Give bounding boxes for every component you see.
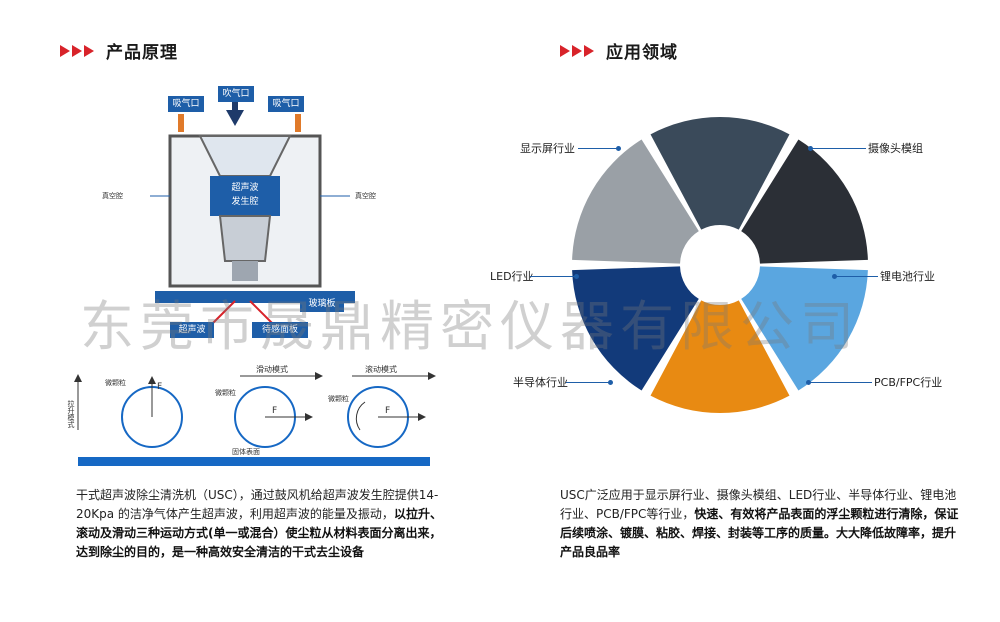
company-watermark: 东莞市晟鼎精密仪器有限公司 <box>80 295 860 358</box>
ring-segments <box>572 117 868 413</box>
application-title: 应用领域 <box>606 43 678 63</box>
particle-label: 微颗粒 <box>215 389 236 397</box>
chevron-icon <box>84 44 94 57</box>
leader-dot <box>608 380 613 385</box>
inlet-right-label: 吸气口 <box>268 96 304 112</box>
motion-modes-diagram <box>74 372 436 448</box>
inlet-center-label: 吹气口 <box>218 86 254 102</box>
segment-label-display: 显示屏行业 <box>520 142 575 155</box>
principle-diagram: 吸气口 吹气口 吸气口 超声波 发生腔 真空腔 真空腔 玻璃板 超声波 待感面板 <box>102 86 380 346</box>
slide-mode-label: 滑动模式 <box>256 365 288 374</box>
solid-surface-bar <box>78 457 430 466</box>
glass-panel-label: 玻璃板 <box>300 296 344 312</box>
lift-mode-label: 拉升模式 <box>67 400 75 428</box>
ring-center <box>682 227 758 303</box>
principle-description: 干式超声波除尘清洗机（USC），通过鼓风机给超声波发生腔提供14-20Kpa 的… <box>76 486 446 562</box>
leader-line <box>566 382 610 383</box>
chevron-icon <box>560 44 570 57</box>
leader-line <box>812 148 866 149</box>
chevron-icons <box>60 44 94 57</box>
principle-title: 产品原理 <box>106 43 178 63</box>
inlet-left-label: 吸气口 <box>168 96 204 112</box>
roll-mode-label: 滚动模式 <box>365 365 397 374</box>
principle-header: 产品原理 <box>60 38 178 63</box>
ring-segment <box>572 266 699 391</box>
leader-dot <box>616 146 621 151</box>
generator-label: 超声波 发生腔 <box>231 183 259 207</box>
particle-label: 微颗粒 <box>105 379 126 387</box>
application-description-bold: 快速、有效将产品表面的浮尘颗粒进行清除，保证后续喷涂、镀膜、粘胶、焊接、封装等工… <box>560 507 959 559</box>
chevron-icon <box>60 44 70 57</box>
segment-label-battery: 锂电池行业 <box>880 270 935 283</box>
application-description-normal: USC广泛应用于显示屏行业、摄像头模组、LED行业、半导体行业、锂电池行业、PC… <box>560 488 957 521</box>
ring-segment <box>741 139 868 264</box>
chevron-icon <box>72 44 82 57</box>
surface-label: 固体表面 <box>232 448 260 456</box>
force-label: F <box>272 406 278 416</box>
leader-dot <box>832 274 837 279</box>
vacuum-left-label: 真空腔 <box>102 192 123 200</box>
leader-line <box>810 382 872 383</box>
panel-label: 待感面板 <box>252 322 308 338</box>
ring-segment <box>572 139 699 264</box>
leader-dot <box>806 380 811 385</box>
ultrasonic-label: 超声波 <box>170 322 214 338</box>
segment-label-pcb: PCB/FPC行业 <box>874 376 943 389</box>
leader-dot <box>808 146 813 151</box>
leader-line <box>530 276 576 277</box>
particle-label: 微颗粒 <box>328 395 349 403</box>
application-ring <box>560 110 880 420</box>
ring-segment <box>741 266 868 391</box>
force-label: F <box>385 406 391 416</box>
segment-label-led: LED行业 <box>490 270 534 283</box>
leader-line <box>578 148 618 149</box>
segment-label-camera: 摄像头模组 <box>868 142 923 155</box>
application-header: 应用领域 <box>560 38 678 63</box>
principle-description-normal: 干式超声波除尘清洗机（USC），通过鼓风机给超声波发生腔提供14-20Kpa 的… <box>76 488 439 521</box>
chevron-icon <box>584 44 594 57</box>
ring-segment <box>650 300 790 413</box>
application-description: USC广泛应用于显示屏行业、摄像头模组、LED行业、半导体行业、锂电池行业、PC… <box>560 486 960 562</box>
principle-description-bold: 以拉升、滚动及滑动三种运动方式(单一或混合）使尘粒从材料表面分离出来，达到除尘的… <box>76 507 442 559</box>
segment-label-semiconductor: 半导体行业 <box>513 376 568 389</box>
chevron-icon <box>572 44 582 57</box>
motion-modes: 拉升模式 滑动模式 滚动模式 微颗粒 微颗粒 微颗粒 F F F <box>60 360 440 470</box>
force-label: F <box>157 382 163 392</box>
ring-segment <box>650 117 790 230</box>
leader-line <box>836 276 878 277</box>
cleaner-schematic <box>140 92 355 327</box>
vacuum-right-label: 真空腔 <box>355 192 376 200</box>
leader-dot <box>574 274 579 279</box>
chevron-icons <box>560 44 594 57</box>
application-ring-chart <box>572 117 868 413</box>
